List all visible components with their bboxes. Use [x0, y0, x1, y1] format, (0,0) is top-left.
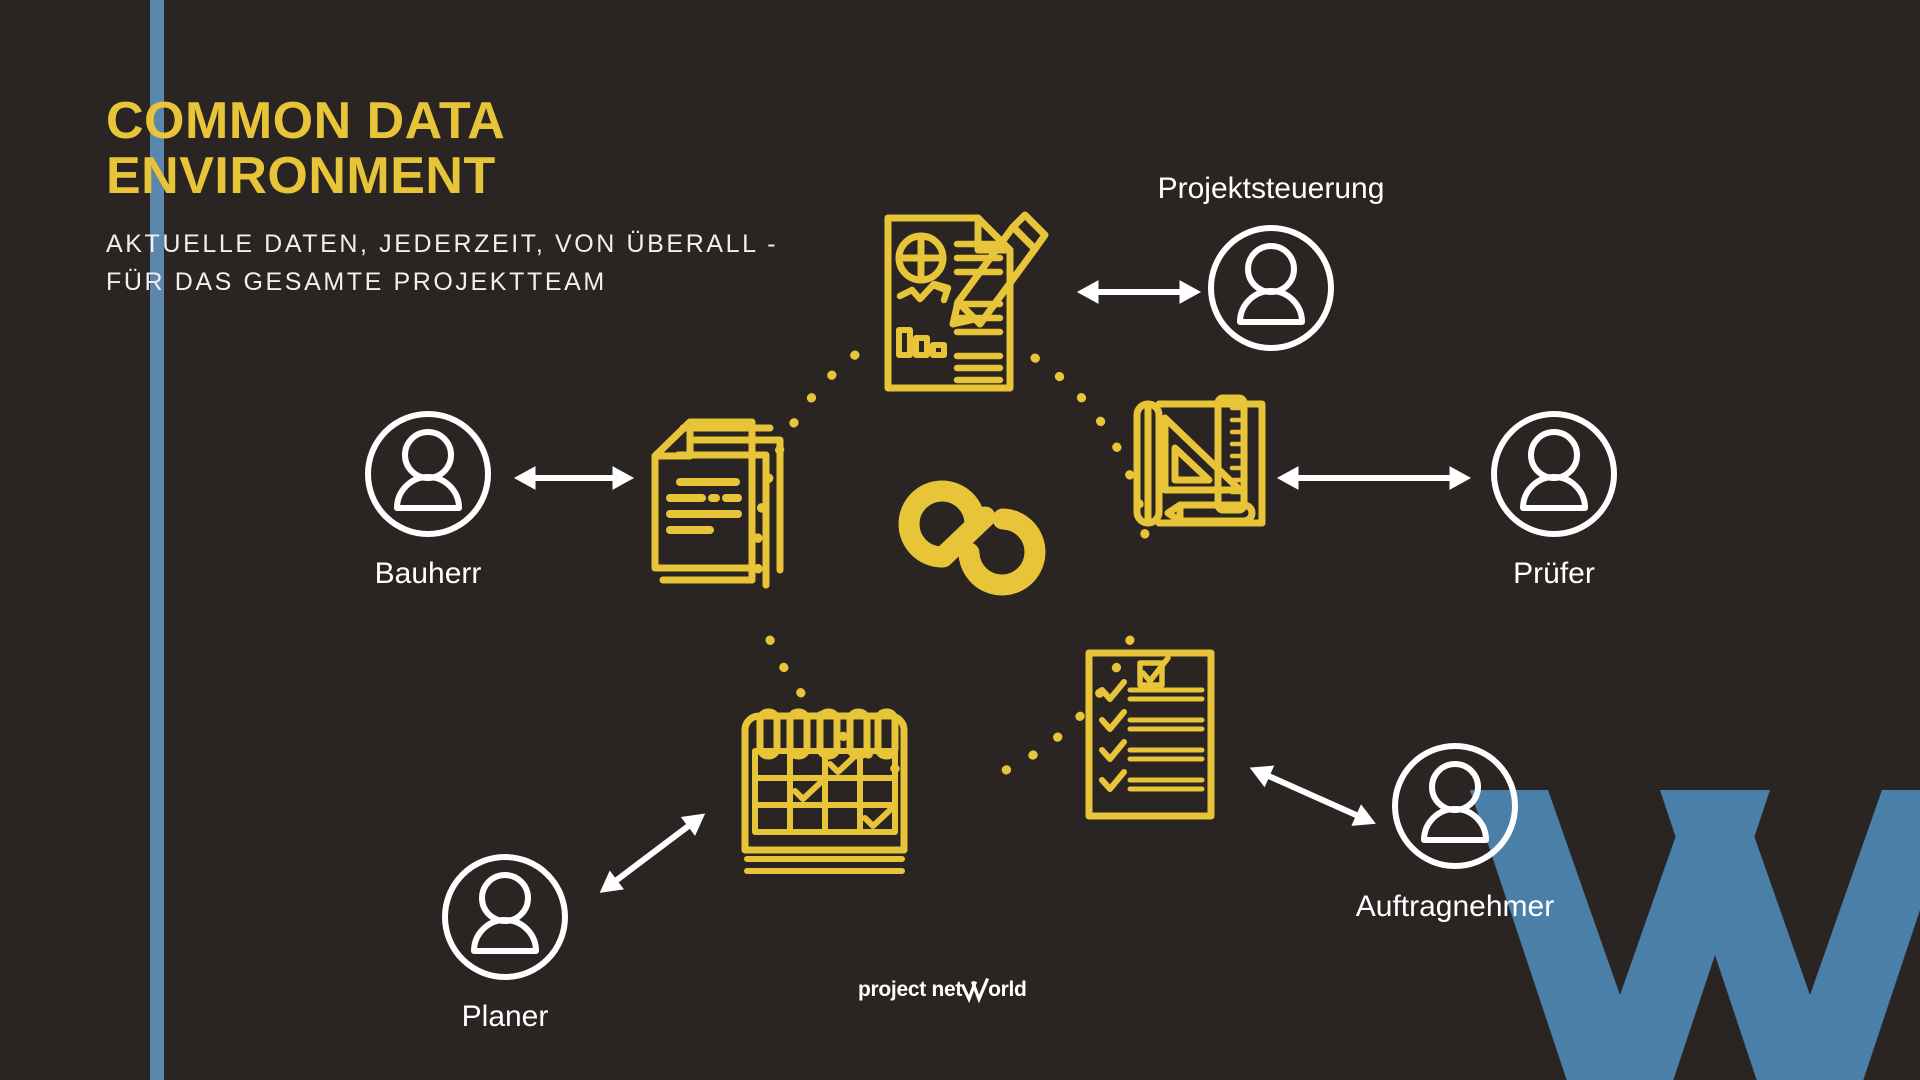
- person-circle-icon: [365, 411, 491, 537]
- actor-label-auftragnehmer: Auftragnehmer: [1356, 890, 1554, 923]
- actor-label-projektsteuerung: Projektsteuerung: [1158, 172, 1385, 205]
- actor-label-pruefer: Prüfer: [1513, 557, 1595, 590]
- actor-label-planer: Planer: [462, 1000, 549, 1033]
- actor-planer[interactable]: [442, 854, 568, 980]
- page-title: COMMON DATA ENVIRONMENT: [106, 92, 504, 205]
- connector-blueprint-pruefer: [1276, 466, 1472, 490]
- report-document-icon: [884, 211, 1049, 392]
- page-subtitle: AKTUELLE DATEN, JEDERZEIT, VON ÜBERALL -…: [106, 230, 779, 297]
- actor-label-bauherr: Bauherr: [375, 557, 482, 590]
- calendar-icon: [741, 708, 908, 874]
- dotted-connection-ring: [753, 350, 1151, 780]
- documents-stack-icon: [651, 418, 784, 589]
- checklist-icon: [1085, 649, 1215, 820]
- footer-logo-text-right: orld: [988, 978, 1027, 1001]
- actor-pruefer[interactable]: [1491, 411, 1617, 537]
- left-accent-bar: [150, 0, 164, 1080]
- footer-logo: project net orld: [858, 977, 1027, 1004]
- actor-auftragnehmer[interactable]: [1392, 743, 1518, 869]
- actor-bauherr[interactable]: [365, 411, 491, 537]
- person-circle-icon: [1491, 411, 1617, 537]
- connector-bauherr-documents: [513, 466, 635, 490]
- person-circle-icon: [442, 854, 568, 980]
- person-circle-icon: [1208, 225, 1334, 351]
- networld-w-watermark: [1470, 790, 1920, 1080]
- connector-planer-calendar: [599, 813, 706, 893]
- actor-projektsteuerung[interactable]: [1208, 225, 1334, 351]
- connector-checklist-auftragnehmer: [1249, 765, 1376, 826]
- title-block: COMMON DATA ENVIRONMENT AKTUELLE DATEN, …: [106, 94, 866, 301]
- link-icon: [898, 480, 1046, 596]
- footer-logo-check-w-icon: [960, 977, 990, 1004]
- footer-logo-text-left: project net: [858, 978, 963, 1001]
- blueprint-icon: [1133, 394, 1266, 527]
- person-circle-icon: [1392, 743, 1518, 869]
- connector-report-projektsteuerung: [1076, 280, 1202, 304]
